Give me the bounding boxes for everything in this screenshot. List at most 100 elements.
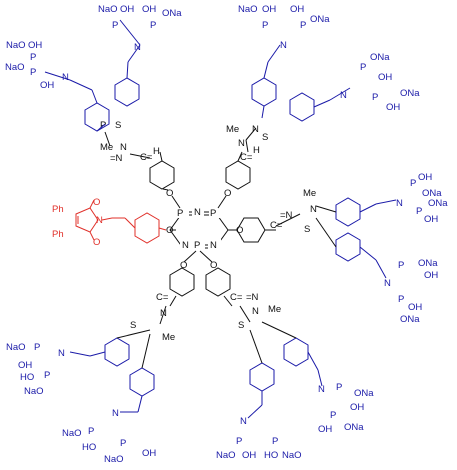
nao-group: NaO xyxy=(282,450,302,461)
label-ch: C= xyxy=(156,292,169,303)
phosphonate-p: P xyxy=(360,62,366,73)
phenyl-label: Ph xyxy=(52,229,64,240)
atom-o: O xyxy=(166,225,173,236)
oh-group: OH xyxy=(386,102,400,113)
ona-group: ONa xyxy=(344,422,364,433)
oh-group: OH xyxy=(120,4,134,15)
label-n: N xyxy=(120,142,127,153)
oh-group: OH xyxy=(318,424,332,435)
core-atom-n: N xyxy=(182,240,189,251)
nao-group: NaO xyxy=(5,62,25,73)
atom-o: O xyxy=(236,225,243,236)
amine-n: N xyxy=(280,40,287,51)
amine-n: N xyxy=(62,72,69,83)
ho-group: HO xyxy=(20,372,34,383)
nao-group: NaO xyxy=(216,450,236,461)
label-ch: C= xyxy=(240,152,253,163)
label-h: H xyxy=(153,146,160,157)
core-atom-n: N xyxy=(194,207,201,218)
label-me: Me xyxy=(162,332,175,343)
phosphonate-p: P xyxy=(150,20,156,31)
phosphonate-p: P xyxy=(88,426,94,437)
label-s: S xyxy=(115,120,121,131)
label-h: H xyxy=(253,145,260,156)
amine-n: N xyxy=(384,278,391,289)
oh-group: OH xyxy=(418,172,432,183)
amine-n: N xyxy=(112,408,119,419)
phosphonate-p: P xyxy=(416,206,422,217)
oh-group: OH xyxy=(28,40,42,51)
ona-group: ONa xyxy=(422,188,442,199)
nao-group: NaO xyxy=(104,454,124,465)
oh-group: OH xyxy=(424,270,438,281)
phosphonate-p: P xyxy=(272,436,278,447)
phosphonate-p: P xyxy=(300,20,306,31)
atom-o: O xyxy=(93,237,100,248)
phosphonate-p: P xyxy=(330,410,336,421)
phenyl-label: Ph xyxy=(52,204,64,215)
amine-n: N xyxy=(340,90,347,101)
ona-group: ONa xyxy=(162,8,182,19)
phosphonate-p: P xyxy=(336,382,342,393)
label-me: Me xyxy=(303,188,316,199)
atom-o: O xyxy=(93,197,100,208)
core-phenyl-rings xyxy=(149,151,276,307)
label-n: N xyxy=(238,138,245,149)
ona-group: ONa xyxy=(428,198,448,209)
atom-o: O xyxy=(180,260,187,271)
nao-group: NaO xyxy=(62,428,82,439)
hydrazone-linkers: C= H =N Me N P S C= H N Me N S C= =N Me … xyxy=(100,120,317,343)
phosphonate-p: P xyxy=(410,178,416,189)
oh-group: OH xyxy=(242,450,256,461)
ona-group: ONa xyxy=(370,52,390,63)
core-atom-p: P xyxy=(177,208,183,219)
cyclophosphazene-core: P P N N N P xyxy=(169,205,229,251)
label-n-eq: =N xyxy=(280,210,293,221)
ona-group: ONa xyxy=(400,314,420,325)
oh-group: OH xyxy=(142,4,156,15)
label-me: Me xyxy=(226,124,239,135)
phosphonate-p: P xyxy=(34,342,40,353)
nao-group: NaO xyxy=(98,4,118,15)
label-me: Me xyxy=(100,142,113,153)
phosphonate-p: P xyxy=(120,438,126,449)
label-s: S xyxy=(304,224,310,235)
amine-n: N xyxy=(318,384,325,395)
core-atom-p: P xyxy=(210,208,216,219)
phosphonate-p: P xyxy=(30,52,36,63)
phosphonate-p: P xyxy=(236,436,242,447)
oh-group: OH xyxy=(424,214,438,225)
atom-o: O xyxy=(210,260,217,271)
phosphonate-p: P xyxy=(398,260,404,271)
dendron-arms: N N P P P P NaO OH NaO OH NaO OH OH ONa … xyxy=(5,4,448,465)
oh-group: OH xyxy=(350,402,364,413)
ona-group: ONa xyxy=(354,388,374,399)
ho-group: HO xyxy=(264,450,278,461)
oh-group: OH xyxy=(18,360,32,371)
label-n-eq: =N xyxy=(110,153,123,164)
label-s: S xyxy=(262,132,268,143)
core-atom-p: P xyxy=(194,240,200,251)
nao-group: NaO xyxy=(6,40,26,51)
oh-group: OH xyxy=(290,4,304,15)
phosphonate-p: P xyxy=(398,294,404,305)
ho-group: HO xyxy=(82,442,96,453)
label-s: S xyxy=(130,320,136,331)
label-n: N xyxy=(252,124,259,135)
phosphonate-p: P xyxy=(44,370,50,381)
oh-group: OH xyxy=(408,302,422,313)
oh-group: OH xyxy=(40,80,54,91)
amine-n: N xyxy=(134,42,141,53)
core-oxygen-links: O O O O O O xyxy=(166,188,243,271)
amine-n: N xyxy=(240,416,247,427)
atom-o: O xyxy=(224,188,231,199)
oh-group: OH xyxy=(262,4,276,15)
label-s: S xyxy=(238,320,244,331)
phosphonate-p: P xyxy=(262,20,268,31)
ona-group: ONa xyxy=(418,258,438,269)
ona-group: ONa xyxy=(310,14,330,25)
amine-n: N xyxy=(58,348,65,359)
atom-n: N xyxy=(96,215,103,226)
